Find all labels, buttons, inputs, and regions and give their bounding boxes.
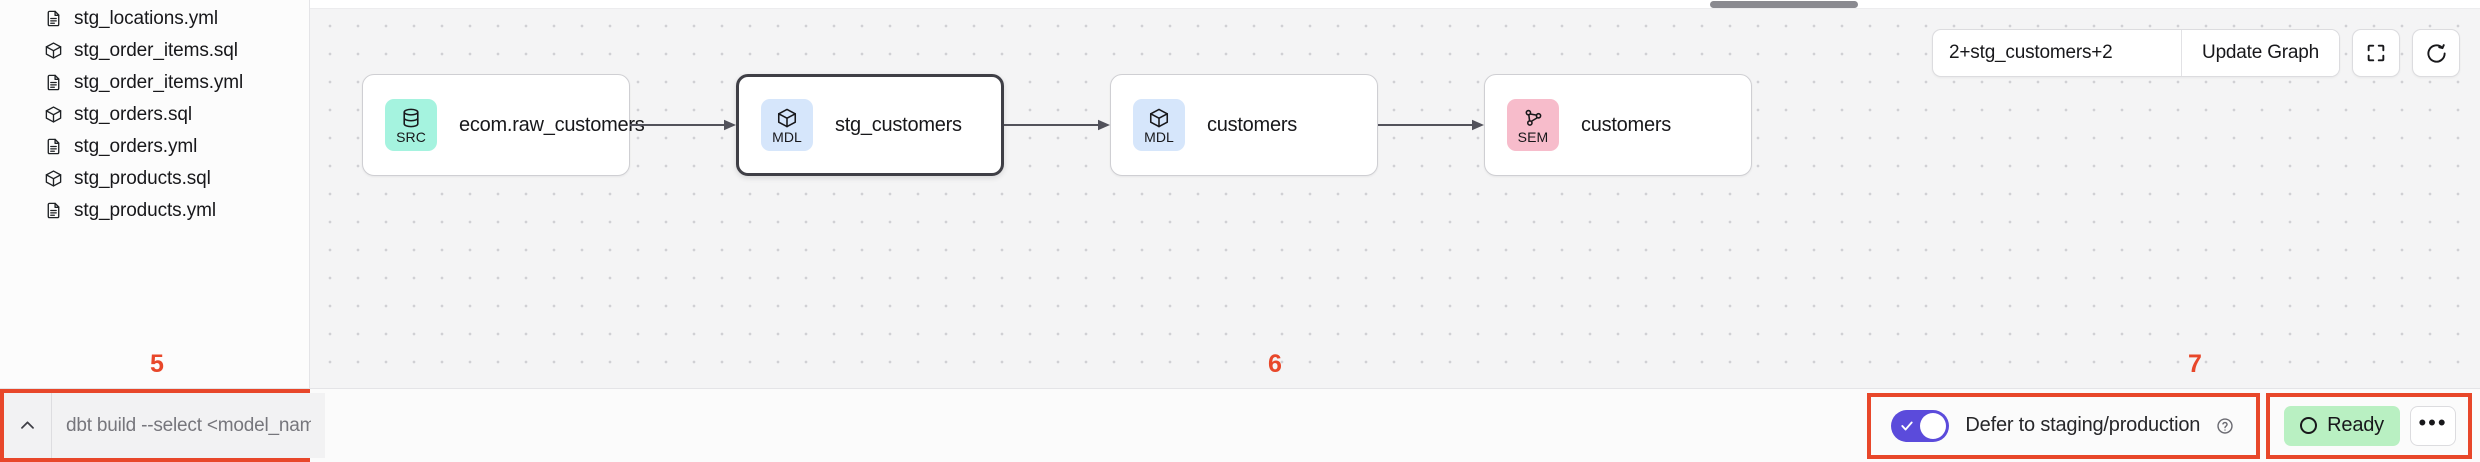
defer-toggle-switch[interactable] [1891,409,1950,442]
file-list-item[interactable]: stg_order_items.yml [0,66,309,98]
status-badge[interactable]: Ready [2284,405,2400,446]
cube-sql-icon [44,41,63,60]
lineage-node-badge-text: SRC [396,128,426,145]
update-graph-button[interactable]: Update Graph [2181,30,2339,76]
expand-fullscreen-icon[interactable] [2352,29,2400,77]
file-list-item[interactable]: stg_products.yml [0,194,309,226]
horizontal-scrollbar-track[interactable] [310,0,2480,9]
refresh-icon[interactable] [2412,29,2460,77]
lineage-node-title: stg_customers [835,113,962,136]
file-list-item-label: stg_order_items.yml [74,71,244,93]
database-icon [400,107,422,129]
bottom-status-bar: Defer to staging/production Ready ••• [0,388,2480,462]
graph-selector-input[interactable] [1933,30,2182,76]
graph-toolbar: Update Graph [1932,29,2460,77]
cube-sql-icon [44,169,63,188]
defer-toggle-group: Defer to staging/production [1867,392,2261,459]
lineage-node[interactable]: SEM customers [1484,74,1752,176]
cube-icon [1148,107,1170,129]
toggle-knob [1920,412,1947,439]
file-yml-icon [44,201,63,220]
cube-icon [776,107,798,129]
annotation-number-6: 6 [1268,350,1282,378]
file-list-item[interactable]: stg_orders.yml [0,130,309,162]
lineage-node-title: customers [1581,113,1671,136]
status-indicator-group: Ready ••• [2266,392,2472,459]
command-bar-zone [0,389,325,462]
status-zone: Defer to staging/production Ready ••• [310,389,2480,462]
file-list-item-label: stg_orders.yml [74,135,198,157]
file-yml-icon [44,137,63,156]
file-yml-icon [44,9,63,28]
lineage-node-badge: MDL [761,99,813,151]
lineage-node[interactable]: SRC ecom.raw_customers [362,74,645,176]
file-list-item-label: stg_order_items.sql [74,39,238,61]
lineage-node[interactable]: MDL stg_customers [736,74,1004,176]
lineage-graph-canvas[interactable]: Update Graph [310,0,2480,388]
lineage-node-badge: MDL [1133,99,1185,151]
lineage-node-title: ecom.raw_customers [459,113,645,136]
lineage-edge-arrow [1378,117,1484,133]
annotation-number-7: 7 [2188,350,2202,378]
horizontal-scrollbar-thumb[interactable] [1710,1,1858,8]
file-list-item[interactable]: stg_products.sql [0,162,309,194]
file-list-item[interactable]: stg_order_items.sql [0,34,309,66]
more-options-button[interactable]: ••• [2410,405,2456,446]
help-circle-icon[interactable] [2216,417,2234,435]
dbt-command-input[interactable] [52,393,325,458]
lineage-node[interactable]: MDL customers [1110,74,1378,176]
annotation-number-5: 5 [150,350,164,378]
graph-search-group: Update Graph [1932,29,2340,77]
network-graph-icon [1522,107,1544,129]
check-icon [1900,419,1914,433]
lineage-node-title: customers [1207,113,1297,136]
file-list: stg_locations.yml stg_order_items.sql stg_… [0,2,309,226]
status-badge-label: Ready [2327,414,2384,436]
lineage-node-badge-text: MDL [772,128,802,145]
lineage-node-badge-text: MDL [1144,128,1174,145]
lineage-node-badge: SEM [1507,99,1559,151]
file-list-item-label: stg_products.sql [74,167,211,189]
file-list-item-label: stg_products.yml [74,199,217,221]
main-body: stg_locations.yml stg_order_items.sql stg_… [0,0,2480,388]
file-explorer-sidebar[interactable]: stg_locations.yml stg_order_items.sql stg_… [0,0,310,388]
lineage-edge-arrow [630,117,736,133]
file-yml-icon [44,73,63,92]
cube-sql-icon [44,105,63,124]
file-list-item-label: stg_orders.sql [74,103,192,125]
lineage-node-badge: SRC [385,99,437,151]
defer-toggle-label: Defer to staging/production [1965,414,2201,436]
file-list-item[interactable]: stg_locations.yml [0,2,309,34]
lineage-node-badge-text: SEM [1517,128,1549,145]
status-circle-icon [2300,417,2318,434]
lineage-edge-arrow [1004,117,1110,133]
file-list-item[interactable]: stg_orders.sql [0,98,309,130]
chevron-up-icon[interactable] [4,393,52,458]
file-list-item-label: stg_locations.yml [74,7,219,29]
